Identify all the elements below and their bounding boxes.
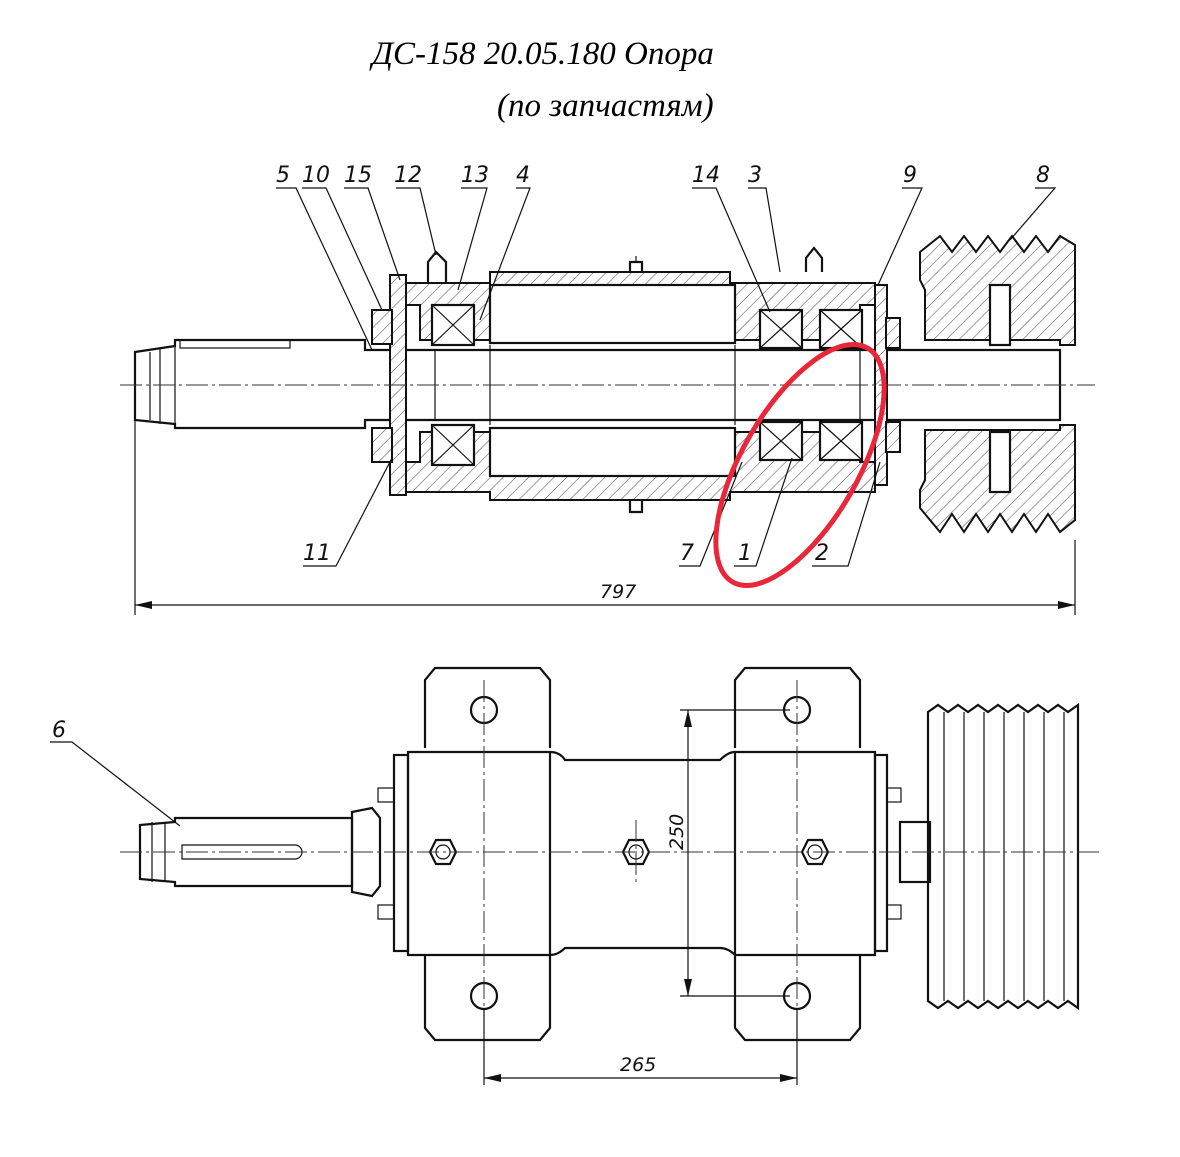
callout-labels-top: 5 10 15 12 13 4 14 3 9 8 11 7 1 2 xyxy=(276,163,1050,566)
dimension-vertical-span: 250 xyxy=(666,709,790,997)
callout-9: 9 xyxy=(903,163,917,188)
callout-14: 14 xyxy=(692,163,720,188)
dim-250: 250 xyxy=(666,814,688,850)
plan-view xyxy=(120,666,1100,1042)
callout-leaders-top xyxy=(276,187,1057,567)
dimension-horizontal-span: 265 xyxy=(483,1010,798,1085)
dim-265: 265 xyxy=(620,1054,656,1076)
callout-10: 10 xyxy=(302,163,330,188)
highlight-ellipse xyxy=(713,342,887,588)
callout-4: 4 xyxy=(516,163,530,188)
callout-13: 13 xyxy=(461,163,489,188)
callout-2: 2 xyxy=(815,541,829,566)
callout-11: 11 xyxy=(303,541,331,566)
drawing-subtitle: (по запчастям) xyxy=(497,88,714,124)
callout-6: 6 xyxy=(52,718,66,743)
callout-3: 3 xyxy=(748,163,762,188)
callout-7: 7 xyxy=(680,541,694,566)
section-view xyxy=(120,234,1095,534)
callout-5: 5 xyxy=(276,163,290,188)
callout-15: 15 xyxy=(344,163,372,188)
dimension-overall-length: 797 xyxy=(134,420,1076,615)
callout-1: 1 xyxy=(738,541,752,566)
callout-8: 8 xyxy=(1036,163,1050,188)
drawing-title: ДС-158 20.05.180 Опора xyxy=(372,36,714,72)
leader-6 xyxy=(50,741,181,827)
dim-797: 797 xyxy=(600,581,636,603)
callout-12: 12 xyxy=(394,163,422,188)
